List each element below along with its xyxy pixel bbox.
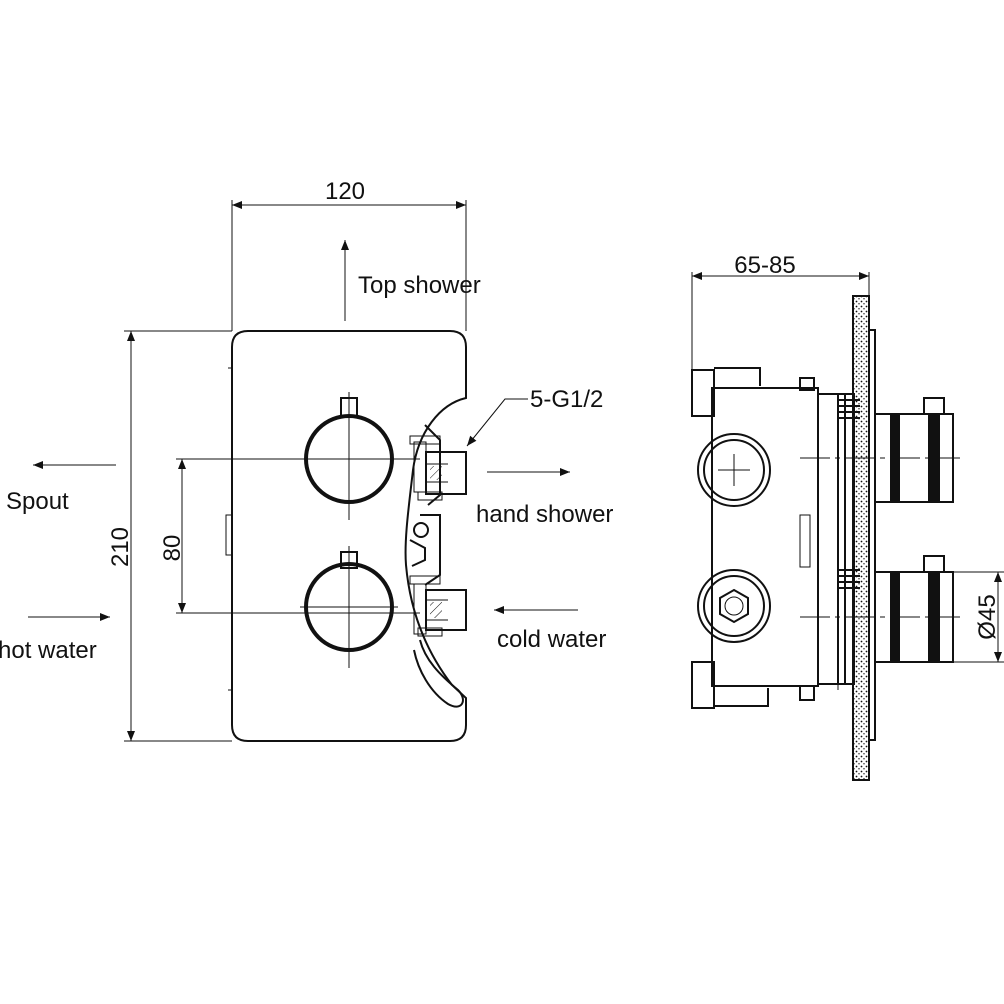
- front-view: 120 210 80 Top shower Spout hand shower …: [0, 178, 613, 742]
- connections-leader: [466, 398, 528, 447]
- side-view: 65-85 Ø45: [691, 252, 1004, 781]
- inlet-upper: [697, 433, 771, 507]
- diameter-dimension-label: Ø45: [974, 594, 1001, 639]
- sleeve-rings: [838, 399, 860, 589]
- plate-clip: [225, 514, 233, 556]
- valve-body-section: [409, 424, 467, 708]
- wall-section: [852, 295, 870, 781]
- hot-water-label: hot water: [0, 637, 97, 664]
- width-dimension-label: 120: [325, 178, 365, 205]
- upper-handle-side: [874, 397, 954, 503]
- depth-dimension-label: 65-85: [734, 252, 795, 279]
- connections-label: 5-G1/2: [530, 386, 603, 413]
- lower-handle-side: [874, 555, 954, 663]
- inlet-lower: [697, 569, 771, 643]
- spout-label: Spout: [6, 488, 69, 515]
- top-shower-label: Top shower: [358, 272, 481, 299]
- hand-shower-label: hand shower: [476, 501, 613, 528]
- spacing-dimension-label: 80: [159, 535, 186, 562]
- height-dimension-label: 210: [107, 527, 134, 567]
- cold-water-label: cold water: [497, 626, 606, 653]
